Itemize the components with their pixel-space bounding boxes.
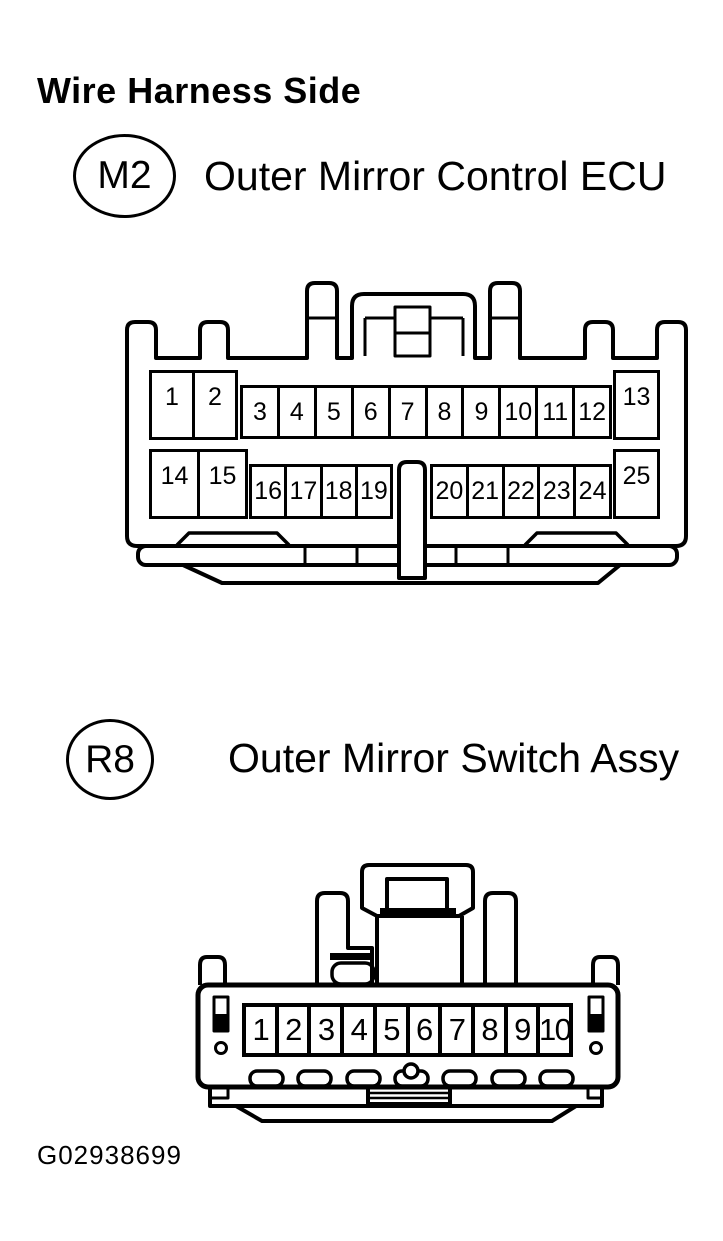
r8-pin-9: 9: [503, 1003, 541, 1057]
r8-pin-3: 3: [307, 1003, 345, 1057]
r8-connector-code: R8: [85, 737, 135, 781]
m2-pin-24: 24: [573, 464, 612, 519]
m2-pin-row2-large-right: 25: [613, 449, 660, 519]
r8-connector-badge: R8: [66, 719, 154, 800]
m2-pin-20: 20: [430, 464, 469, 519]
m2-pin-11: 11: [535, 385, 576, 439]
m2-connector-drawing: [125, 281, 688, 585]
m2-pin-14: 14: [149, 449, 200, 519]
m2-pin-21: 21: [465, 464, 505, 519]
m2-pin-19: 19: [354, 464, 393, 519]
m2-pin-4: 4: [276, 385, 317, 439]
m2-pin-16: 16: [249, 464, 288, 519]
m2-pin-8: 8: [424, 385, 465, 439]
m2-pin-7: 7: [387, 385, 428, 439]
r8-connector-drawing: [195, 863, 621, 1123]
r8-pin-10: 10: [536, 1003, 574, 1057]
m2-pin-10: 10: [498, 385, 539, 439]
figure-code: G02938699: [37, 1140, 182, 1170]
page-title: Wire Harness Side: [37, 70, 362, 111]
m2-pin-2: 2: [192, 370, 238, 440]
m2-pin-18: 18: [319, 464, 358, 519]
m2-connector-name: Outer Mirror Control ECU: [204, 153, 667, 199]
m2-pin-5: 5: [313, 385, 354, 439]
r8-pin-2: 2: [274, 1003, 312, 1057]
m2-pin-3: 3: [240, 385, 280, 439]
m2-connector-badge: M2: [73, 134, 176, 218]
m2-pin-23: 23: [537, 464, 577, 519]
r8-pin-1: 1: [242, 1003, 279, 1057]
r8-pin-4: 4: [340, 1003, 377, 1057]
r8-pin-8: 8: [470, 1003, 508, 1057]
r8-pin-6: 6: [405, 1003, 443, 1057]
m2-pin-17: 17: [284, 464, 323, 519]
m2-pin-12: 12: [572, 385, 613, 439]
m2-pin-row1-large-right: 13: [613, 370, 660, 440]
m2-pin-1: 1: [149, 370, 195, 440]
m2-pin-22: 22: [501, 464, 541, 519]
r8-pin-5: 5: [372, 1003, 410, 1057]
m2-pin-9: 9: [461, 385, 502, 439]
r8-connector-name: Outer Mirror Switch Assy: [228, 735, 680, 781]
m2-pin-25: 25: [613, 449, 660, 519]
m2-pin-6: 6: [350, 385, 391, 439]
m2-pin-15: 15: [197, 449, 248, 519]
m2-pin-13: 13: [613, 370, 660, 440]
r8-pin-7: 7: [438, 1003, 475, 1057]
m2-connector-code: M2: [97, 154, 152, 197]
